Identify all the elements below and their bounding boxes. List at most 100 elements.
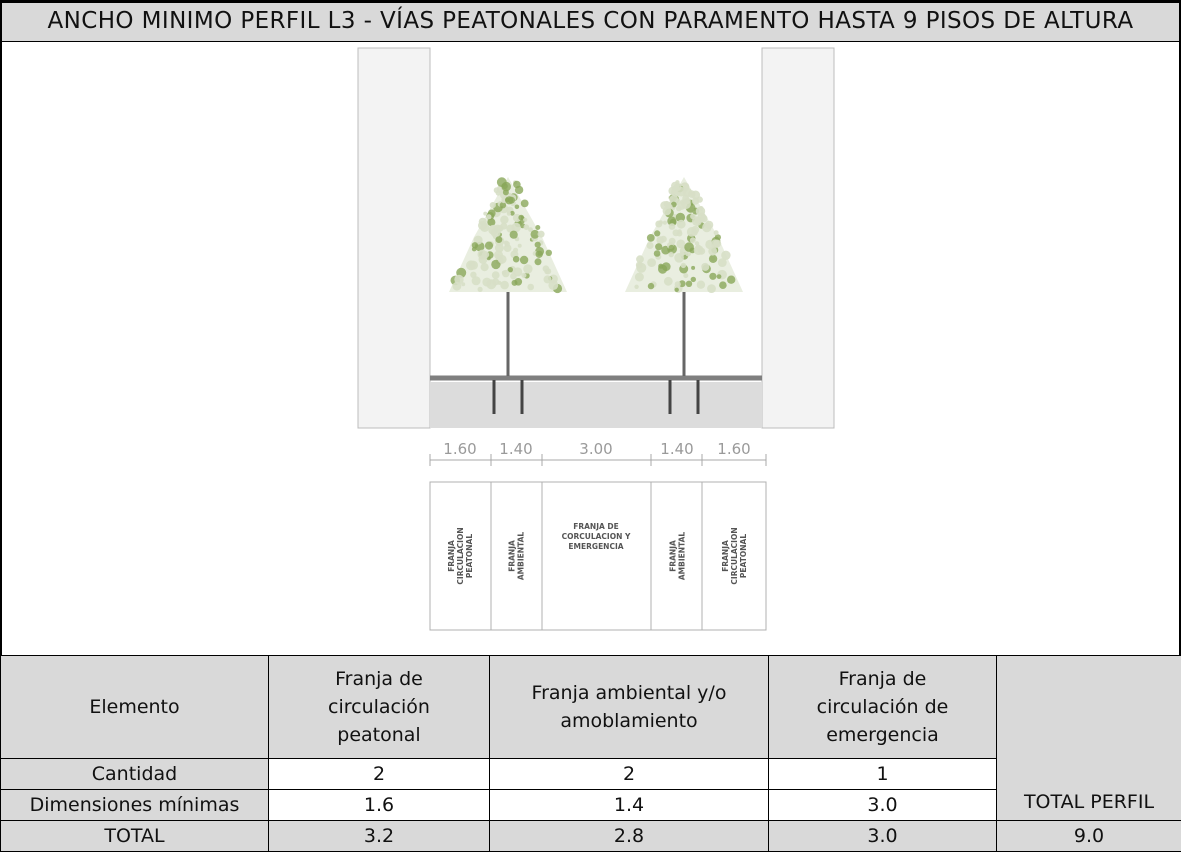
table-cell: 1.6 xyxy=(269,790,490,821)
leaf-mark xyxy=(502,183,508,189)
leaf-mark xyxy=(717,274,722,279)
dimension-label: 1.40 xyxy=(660,440,693,458)
leaf-mark xyxy=(675,288,679,292)
leaf-mark xyxy=(675,281,681,287)
leaf-mark xyxy=(705,221,713,229)
header-line: amoblamiento xyxy=(496,707,762,735)
strip-label: FRANJA DE xyxy=(573,522,619,531)
leaf-mark xyxy=(524,224,530,230)
leaf-mark xyxy=(647,242,654,249)
header-line: peatonal xyxy=(275,721,483,749)
leaf-mark xyxy=(696,207,705,216)
leaf-mark xyxy=(690,237,696,243)
leaf-mark xyxy=(682,195,689,202)
strip-boxes xyxy=(430,482,766,630)
table-cell: 3.2 xyxy=(269,821,490,852)
leaf-mark xyxy=(708,247,717,256)
leaf-mark xyxy=(677,220,686,229)
leaf-mark xyxy=(727,276,735,284)
strip-label: AMBIENTAL xyxy=(517,532,526,581)
leaf-mark xyxy=(647,234,655,242)
strip-label: FRANJA xyxy=(447,540,456,572)
row-label-total: TOTAL xyxy=(1,821,269,852)
leaf-mark xyxy=(500,202,506,208)
dimension-label: 1.60 xyxy=(717,440,750,458)
leaf-mark xyxy=(701,263,709,271)
leaf-mark xyxy=(697,196,703,202)
leaf-mark xyxy=(683,273,688,278)
table-cell: 3.0 xyxy=(769,821,997,852)
table-cell: 2 xyxy=(490,759,769,790)
leaf-mark xyxy=(669,252,674,257)
leaf-mark xyxy=(655,243,662,250)
leaf-mark xyxy=(662,262,671,271)
figure-title: ANCHO MINIMO PERFIL L3 - VÍAS PEATONALES… xyxy=(0,0,1181,42)
leaf-mark xyxy=(634,285,638,289)
leaf-mark xyxy=(664,277,673,286)
leaf-mark xyxy=(513,248,518,253)
leaf-mark xyxy=(482,278,491,287)
leaf-mark xyxy=(492,271,500,279)
leaf-mark xyxy=(648,283,654,289)
strip-label: PEATONAL xyxy=(465,534,474,578)
leaf-mark xyxy=(513,256,520,263)
leaf-mark xyxy=(669,245,675,251)
header-line: Franja de xyxy=(775,665,990,693)
header-line: Franja de xyxy=(275,665,483,693)
leaf-mark xyxy=(677,202,685,210)
right-tree xyxy=(625,177,743,376)
leaf-mark xyxy=(504,241,510,247)
leaf-mark xyxy=(538,231,545,238)
leaf-mark xyxy=(548,280,558,290)
leaf-mark xyxy=(521,273,526,278)
header-line: circulación de xyxy=(775,693,990,721)
header-line: circulación xyxy=(275,693,483,721)
strip-label: AMBIENTAL xyxy=(678,532,687,581)
dimension-label: 1.40 xyxy=(499,440,532,458)
leaf-mark xyxy=(505,196,513,204)
table-cell: 1.4 xyxy=(490,790,769,821)
leaf-mark xyxy=(719,281,727,289)
leaf-mark xyxy=(692,230,698,236)
leaf-mark xyxy=(680,252,685,257)
leaf-mark xyxy=(478,287,483,292)
leaf-mark xyxy=(500,216,508,224)
leaf-mark xyxy=(709,273,716,280)
table-total-row: TOTAL 3.2 2.8 3.0 9.0 xyxy=(1,821,1181,852)
leaf-mark xyxy=(681,263,686,268)
leaf-mark xyxy=(535,225,540,230)
leaf-mark xyxy=(636,263,646,273)
leaf-mark xyxy=(513,267,522,276)
leaf-mark xyxy=(696,244,701,249)
leaf-mark xyxy=(521,200,529,208)
table-cell: 2 xyxy=(269,759,490,790)
summary-table: Elemento Franja de circulación peatonal … xyxy=(0,655,1181,852)
leaf-mark xyxy=(507,212,511,216)
leaf-mark xyxy=(635,273,644,282)
strip-label: CIRCULACION xyxy=(456,527,465,584)
leaf-mark xyxy=(485,242,493,250)
leaf-mark xyxy=(663,207,672,216)
header-franja-ambiental: Franja ambiental y/o amoblamiento xyxy=(490,656,769,759)
header-line: Franja ambiental y/o xyxy=(496,679,762,707)
leaf-mark xyxy=(714,230,719,235)
leaf-mark xyxy=(478,221,487,230)
total-perfil-value: 9.0 xyxy=(997,821,1181,852)
strip-label: FRANJA xyxy=(508,540,517,572)
leaf-mark xyxy=(692,216,702,226)
header-franja-emergencia: Franja de circulación de emergencia xyxy=(769,656,997,759)
leaf-mark xyxy=(673,229,680,236)
table-cell: 3.0 xyxy=(769,790,997,821)
leaf-mark xyxy=(536,251,543,258)
header-total-perfil: TOTAL PERFIL xyxy=(997,656,1181,821)
strip-label: CORCULACION Y xyxy=(562,532,631,541)
left-building xyxy=(358,48,430,428)
leaf-mark xyxy=(523,264,532,273)
street-ground xyxy=(430,382,762,428)
leaf-mark xyxy=(543,265,550,272)
strip-label: PEATONAL xyxy=(739,534,748,578)
leaf-mark xyxy=(691,277,696,282)
